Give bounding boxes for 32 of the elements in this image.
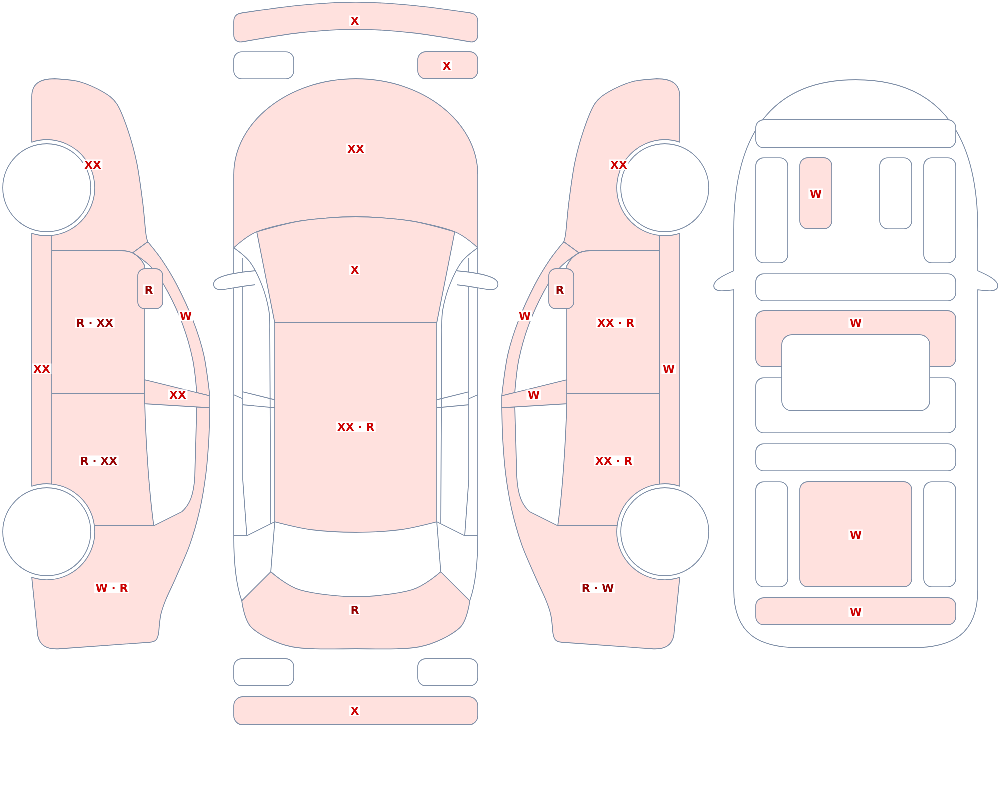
- mirror-panel: R: [138, 268, 164, 310]
- panel-box: [924, 158, 956, 264]
- lamp-box: X: [418, 52, 478, 80]
- bumper-panel: X: [234, 2, 478, 43]
- panel-box: W: [800, 158, 832, 230]
- panel-box: [880, 158, 912, 230]
- roof-panel: XX · R: [274, 322, 438, 533]
- lamp-box: [418, 658, 478, 686]
- body-panel: XX: [32, 78, 148, 254]
- mirror-panel: R: [548, 268, 574, 310]
- panel-box: [756, 444, 956, 472]
- trunk-panel: R: [242, 572, 470, 650]
- lamp-box: [234, 658, 294, 686]
- wheel: [2, 488, 92, 576]
- panel-box: [782, 334, 930, 412]
- wheel: [620, 488, 710, 576]
- panel-box: [756, 158, 788, 264]
- body-panel: XX: [564, 78, 680, 254]
- panel-box: [756, 120, 956, 148]
- body-panel: W: [502, 380, 568, 408]
- panel-box: [924, 482, 956, 588]
- body-panel: XX: [32, 233, 52, 487]
- panel-box: [756, 274, 956, 302]
- lamp-box: [234, 52, 294, 80]
- panel-box: W: [800, 482, 912, 588]
- body-panel: XX: [144, 380, 210, 408]
- windshield-panel: X: [256, 216, 456, 324]
- body-panel: W: [660, 233, 680, 487]
- bumper-panel: X: [234, 696, 478, 726]
- panel-box: [756, 482, 788, 588]
- hood-panel: XX: [234, 78, 478, 248]
- panel-box: W: [756, 598, 956, 626]
